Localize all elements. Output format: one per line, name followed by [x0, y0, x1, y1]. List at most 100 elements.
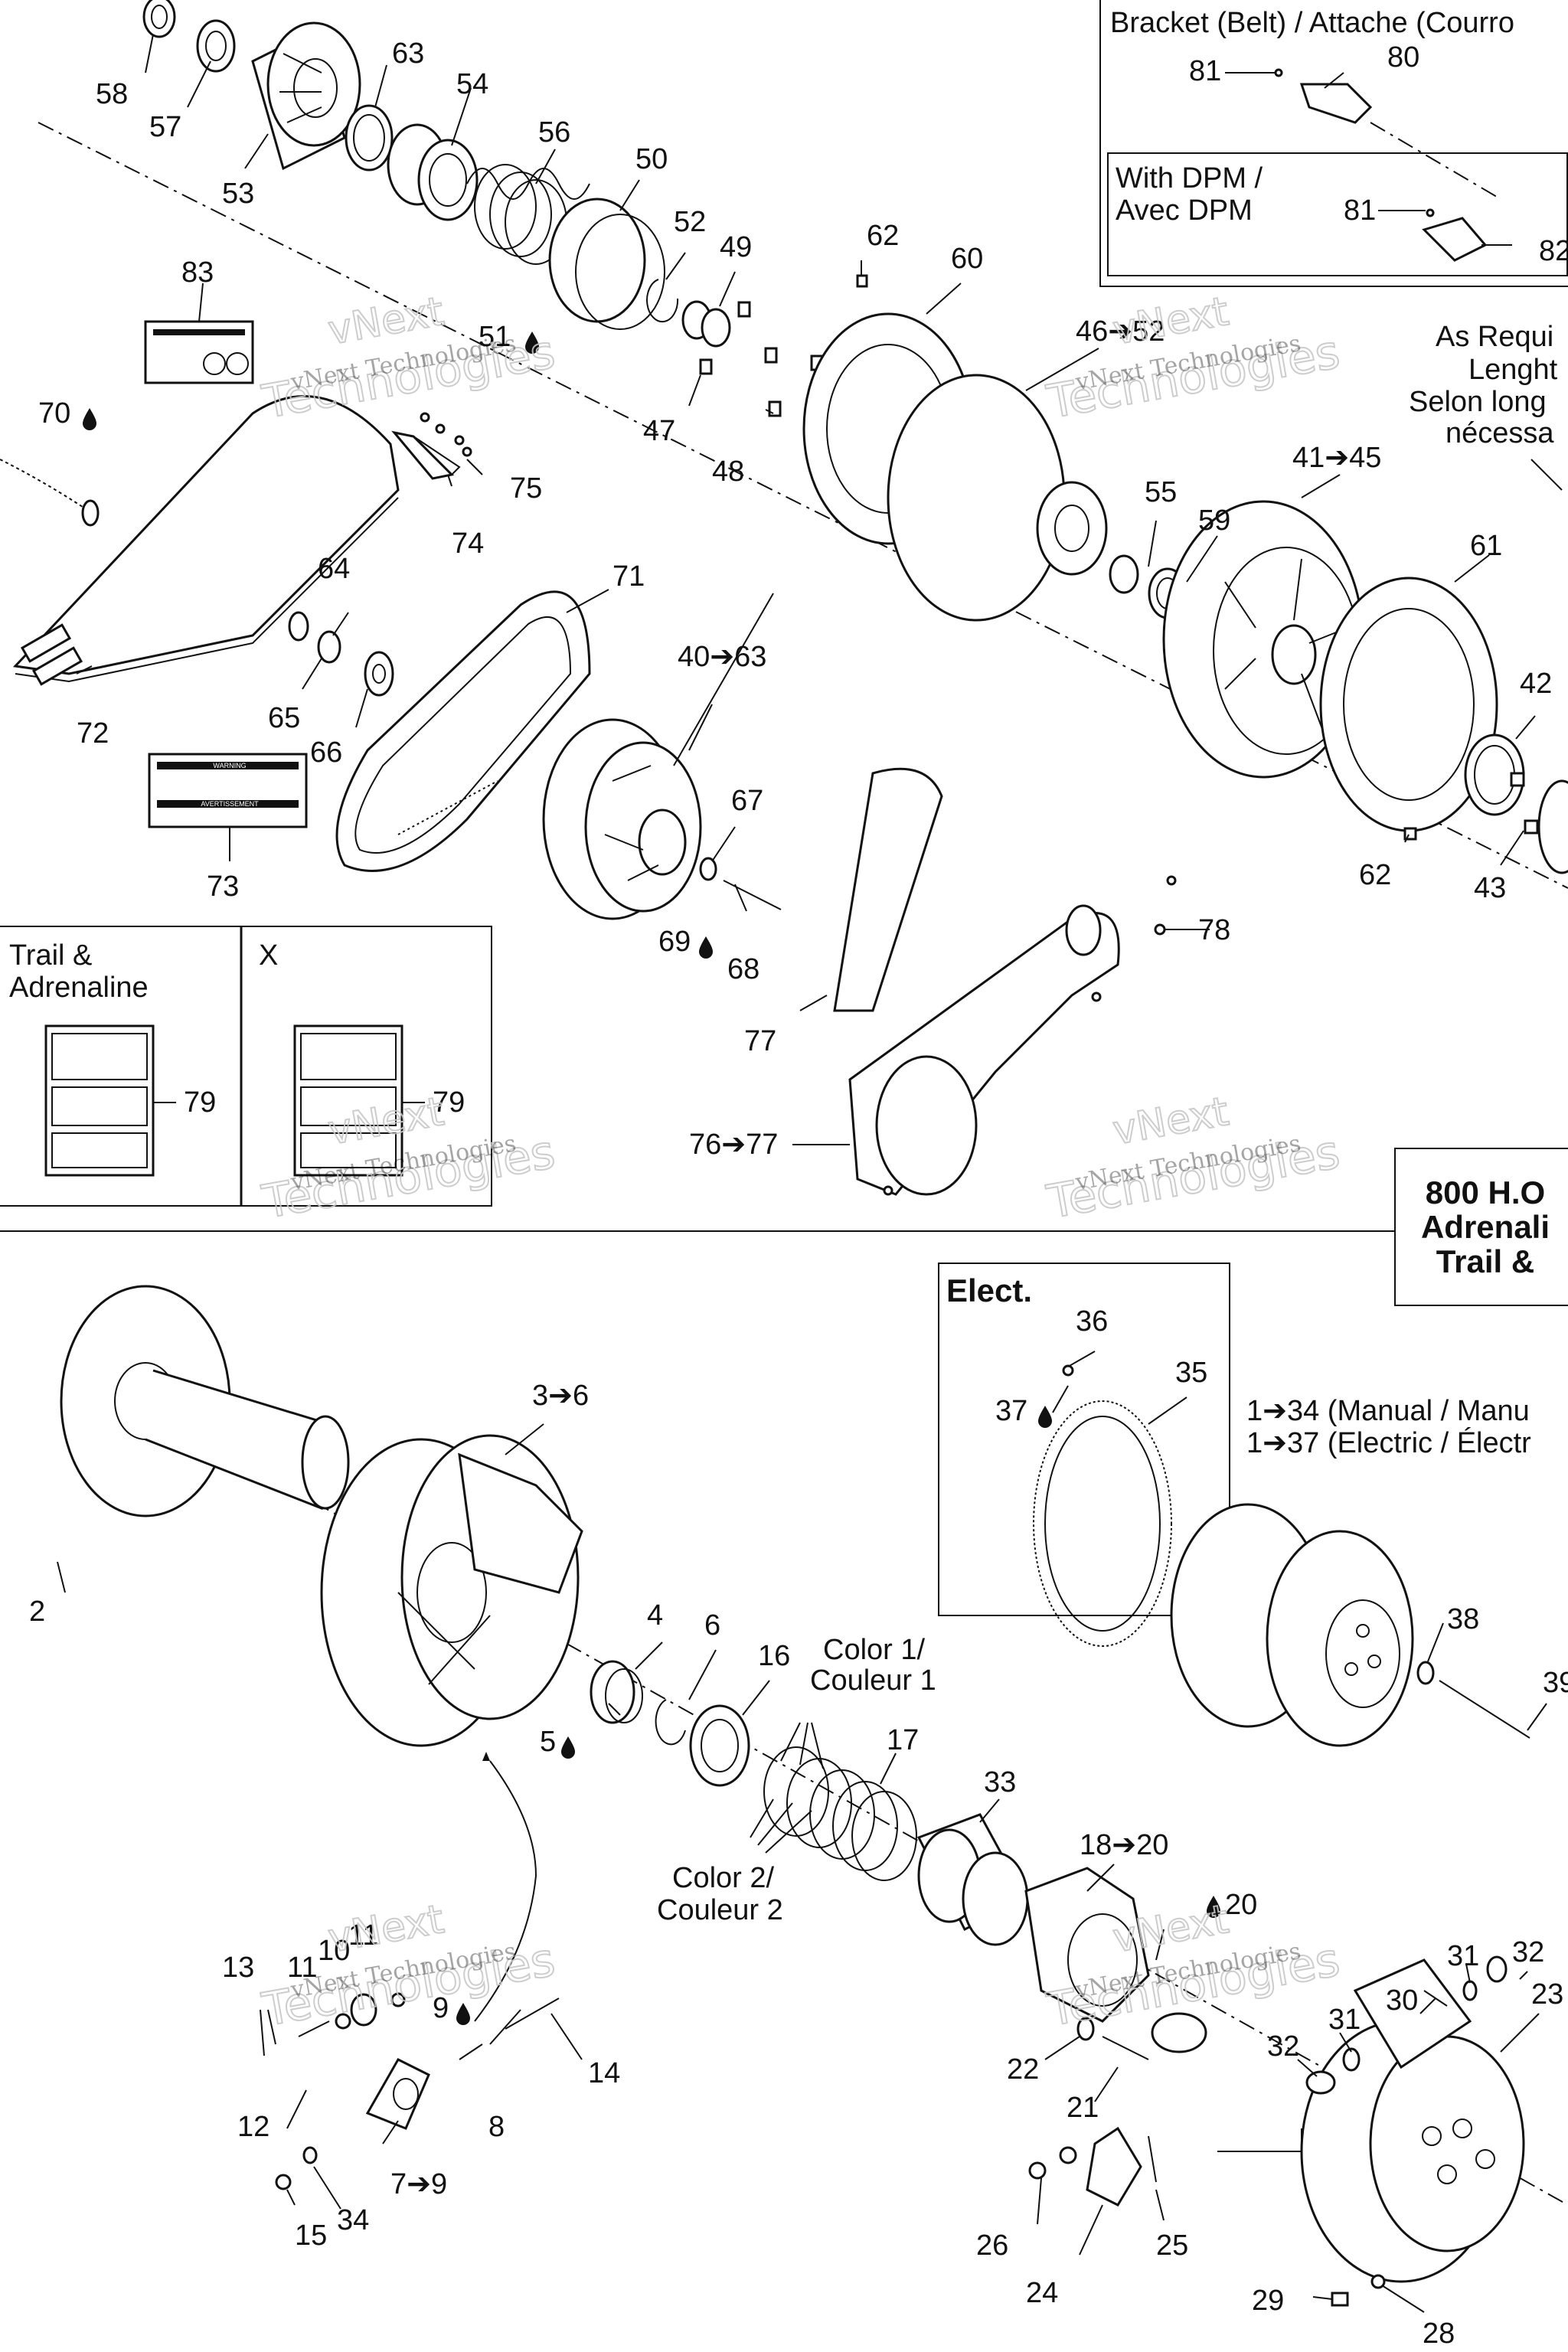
color1-line-2: Couleur 1	[810, 1664, 936, 1697]
label-3-6: 3➔6	[532, 1380, 589, 1412]
label-76-77: 76➔77	[689, 1129, 778, 1161]
label-12: 12	[237, 2111, 270, 2143]
label-78: 78	[1198, 914, 1230, 946]
label-11b: 11	[287, 1952, 317, 1984]
part-18-20-spider	[1024, 1867, 1150, 2023]
part-72-belt-guard	[12, 395, 400, 686]
label-32b: 32	[1267, 2030, 1299, 2063]
parts-7-15-arm	[267, 1752, 560, 2190]
model-line-2: Adrenali	[1421, 1209, 1550, 1245]
part-39-bolt	[1439, 1680, 1530, 1739]
label-20: 20	[1225, 1889, 1257, 1921]
part-53-cap	[251, 21, 361, 171]
color2-line-2: Couleur 2	[657, 1894, 783, 1926]
label-62b: 62	[1359, 859, 1391, 891]
label-6: 6	[704, 1609, 720, 1642]
label-74: 74	[452, 528, 484, 560]
label-17: 17	[887, 1724, 919, 1756]
as-required-line-4: nécessa	[1446, 417, 1554, 449]
part-67-washer	[699, 857, 717, 881]
part-68-bolt	[723, 880, 782, 910]
drop-icon-37	[1038, 1406, 1052, 1428]
label-24: 24	[1026, 2277, 1058, 2309]
label-62a: 62	[867, 220, 899, 252]
label-82: 82	[1539, 235, 1568, 267]
label-13: 13	[222, 1952, 254, 1984]
parts-64-65-66	[288, 611, 394, 697]
label-75: 75	[510, 472, 542, 505]
label-5: 5	[540, 1726, 556, 1758]
label-14: 14	[588, 2057, 620, 2089]
label-55: 55	[1145, 476, 1177, 508]
elect-inset	[938, 1263, 1230, 1616]
label-35: 35	[1175, 1357, 1207, 1389]
inset-trail-line-2: Adrenaline	[9, 972, 149, 1004]
label-34: 34	[337, 2204, 369, 2236]
parts-28-29	[1331, 2274, 1386, 2307]
part-82-bracket	[1422, 208, 1488, 262]
label-50: 50	[635, 143, 668, 175]
bracket-inset	[1099, 0, 1568, 287]
label-28: 28	[1423, 2318, 1455, 2350]
drop-icon-9	[456, 2003, 470, 2025]
label-49: 49	[720, 231, 752, 263]
elect-title: Elect.	[946, 1272, 1032, 1308]
label-73: 73	[207, 871, 239, 903]
part-73-decal: WARNING AVERTISSEMENT	[148, 753, 308, 828]
part-38-washer	[1416, 1661, 1435, 1685]
watermark-4: vNext Technologies vNext Technologies	[1042, 1088, 1344, 1230]
label-40-63: 40➔63	[678, 641, 766, 673]
label-80: 80	[1387, 41, 1419, 74]
model-box	[1394, 1148, 1568, 1306]
label-15: 15	[295, 2220, 327, 2252]
label-37: 37	[995, 1395, 1027, 1427]
parts-30-32	[1305, 1955, 1508, 2095]
label-2: 2	[29, 1596, 45, 1628]
label-43: 43	[1474, 872, 1506, 904]
color2-line-1: Color 2/	[672, 1862, 774, 1894]
label-42: 42	[1520, 668, 1552, 700]
part-60-sheave	[802, 312, 1108, 622]
label-22: 22	[1007, 2053, 1039, 2086]
color1-line-1: Color 1/	[823, 1634, 925, 1666]
label-58: 58	[96, 78, 128, 110]
inset-texts: Bracket (Belt) / Attache (Courro With DP…	[9, 7, 1558, 1926]
part-61-cover	[1319, 577, 1498, 832]
label-69: 69	[658, 926, 691, 958]
label-70: 70	[38, 397, 70, 430]
label-81b: 81	[1344, 194, 1376, 227]
label-29: 29	[1252, 2285, 1284, 2317]
decal-avert-text: AVERTISSEMENT	[201, 800, 259, 808]
part-79-decal-b	[293, 1024, 403, 1177]
label-77: 77	[744, 1025, 776, 1057]
label-81a: 81	[1189, 55, 1221, 87]
label-79a: 79	[184, 1086, 216, 1119]
decal-warning-text: WARNING	[213, 762, 246, 769]
part-1-37-pulley	[1170, 1503, 1414, 1747]
label-67: 67	[731, 785, 763, 817]
part-41-45-sheave	[1162, 500, 1364, 779]
with-dpm-line-2: Avec DPM	[1116, 194, 1253, 227]
part-23-assembly	[1300, 1958, 1525, 2283]
part-50-cylinder	[548, 198, 665, 330]
label-18-20: 18➔20	[1080, 1829, 1168, 1861]
parts-21-22	[1076, 2017, 1149, 2060]
label-32a: 32	[1512, 1936, 1544, 1968]
leader-lines	[57, 34, 1563, 2313]
model-line-3: Trail &	[1436, 1243, 1534, 1279]
label-71: 71	[612, 560, 645, 593]
part-77-cover	[833, 767, 1177, 1196]
part-71-belt	[335, 590, 591, 872]
part-79-decal-a	[44, 1024, 155, 1177]
label-4: 4	[647, 1599, 663, 1632]
as-required-line-2: Lenght	[1468, 354, 1558, 386]
label-59: 59	[1198, 505, 1230, 537]
inset-trail-line-1: Trail &	[9, 939, 92, 972]
label-79b: 79	[433, 1086, 465, 1119]
label-68: 68	[727, 953, 760, 985]
label-10: 10	[318, 1935, 350, 1967]
label-31a: 31	[1447, 1940, 1479, 1972]
model-line-1: 800 H.O	[1426, 1174, 1545, 1210]
label-54: 54	[456, 68, 488, 100]
range-manual: 1➔34 (Manual / Manu	[1246, 1395, 1530, 1427]
